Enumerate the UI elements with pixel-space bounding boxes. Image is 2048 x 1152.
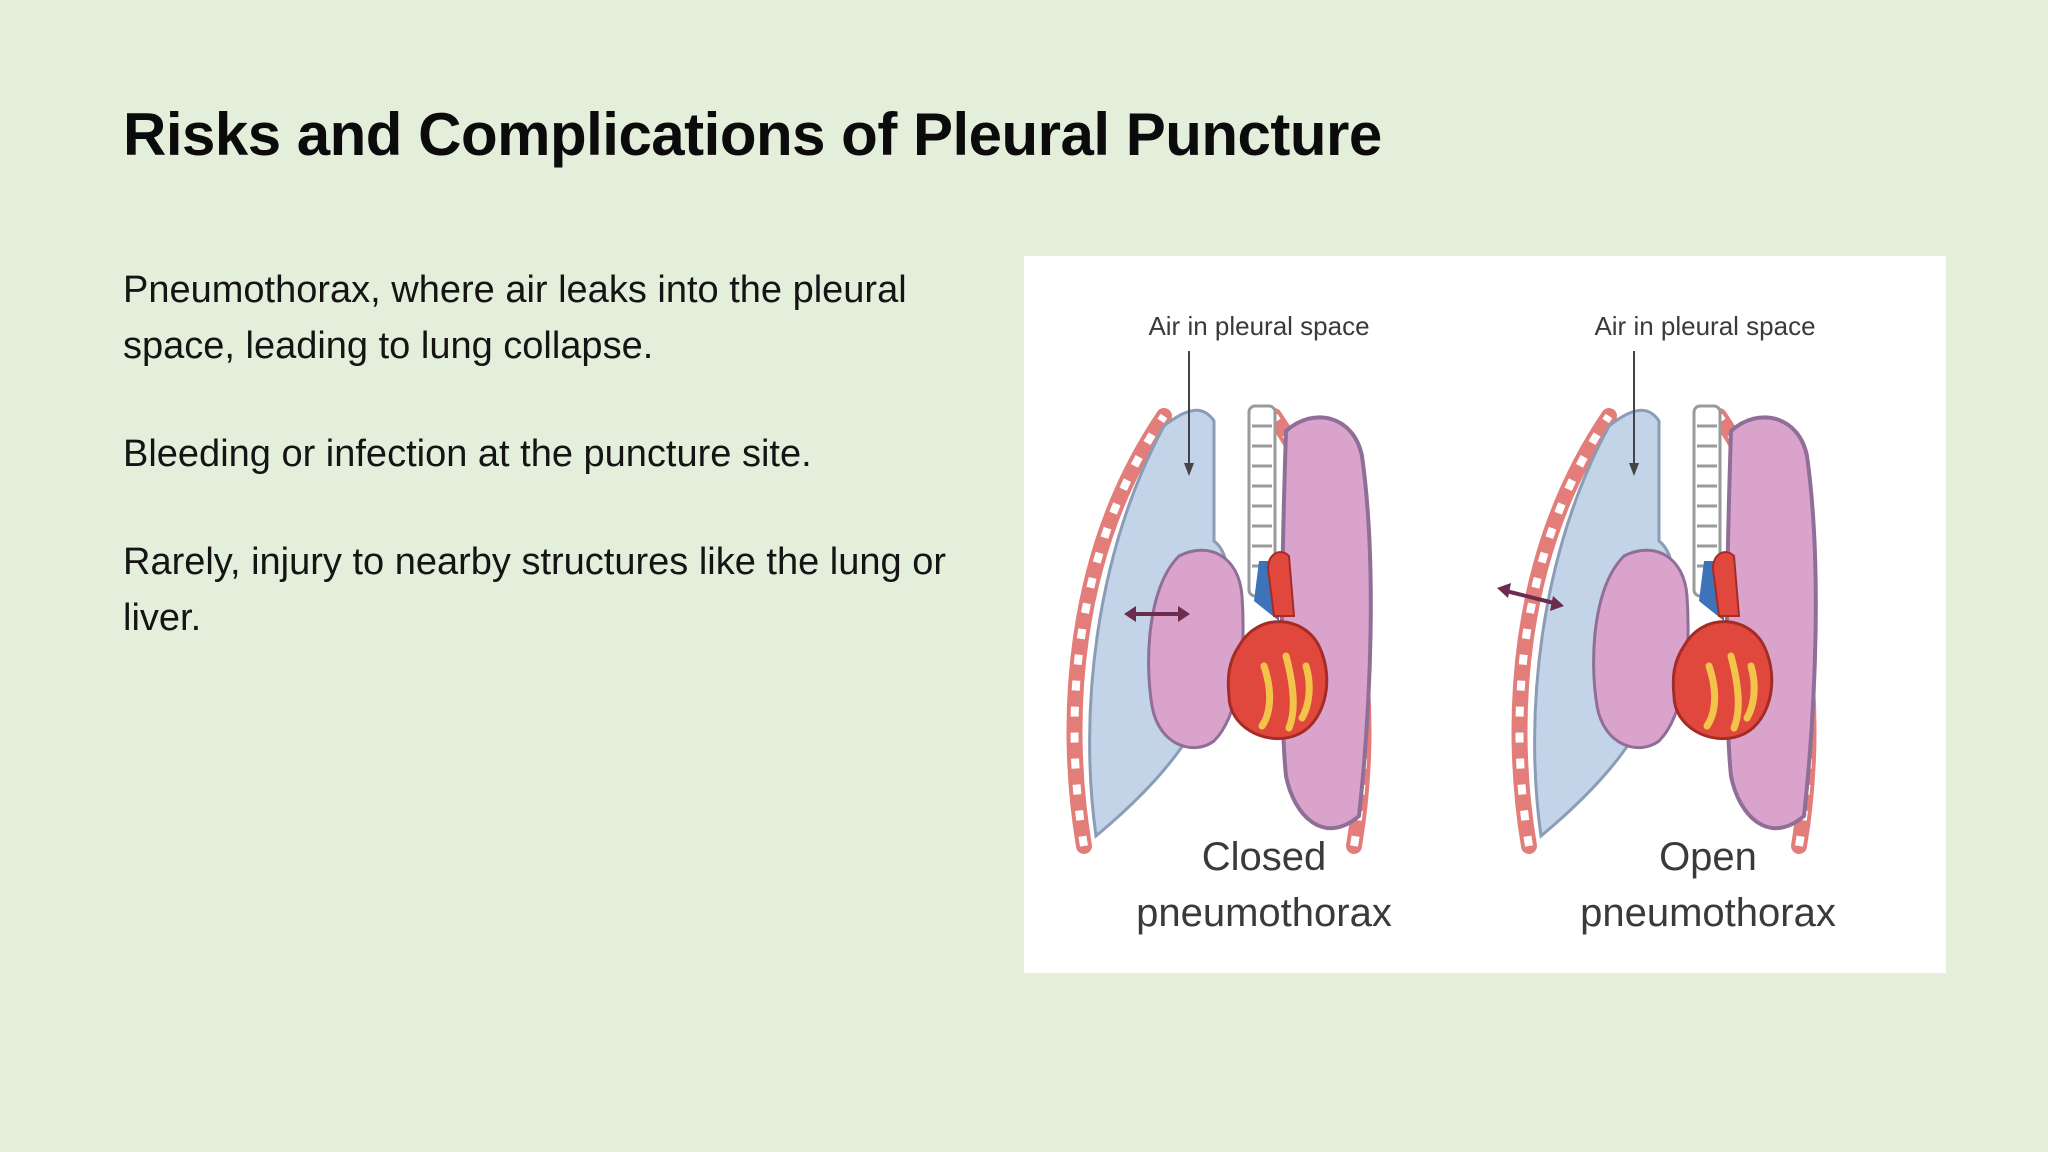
open-pneumothorax-panel: Air in pleural space Open pneumothorax [1497,311,1836,935]
double-arrow-icon [1124,606,1190,622]
annotation-label: Air in pleural space [1594,311,1815,341]
double-arrow-icon [1497,583,1564,611]
annotation-label: Air in pleural space [1148,311,1369,341]
slide-title: Risks and Complications of Pleural Punct… [123,101,1382,168]
closed-pneumothorax-panel: Air in pleural space Closed pneumothorax [1074,311,1392,935]
pneumothorax-illustration: Air in pleural space Closed pneumothorax… [1024,256,1946,973]
bullet-list: Pneumothorax, where air leaks into the p… [123,262,983,698]
caption-line: Open [1659,835,1757,879]
pneumothorax-diagram: Air in pleural space Closed pneumothorax… [1024,311,1836,935]
bullet-item: Bleeding or infection at the puncture si… [123,433,812,475]
bullet-item: Rarely, injury to nearby structures like… [123,541,946,639]
bullet-item: Pneumothorax, where air leaks into the p… [123,269,907,367]
caption-line: pneumothorax [1136,891,1392,935]
caption-line: Closed [1202,835,1327,879]
caption-line: pneumothorax [1580,891,1836,935]
